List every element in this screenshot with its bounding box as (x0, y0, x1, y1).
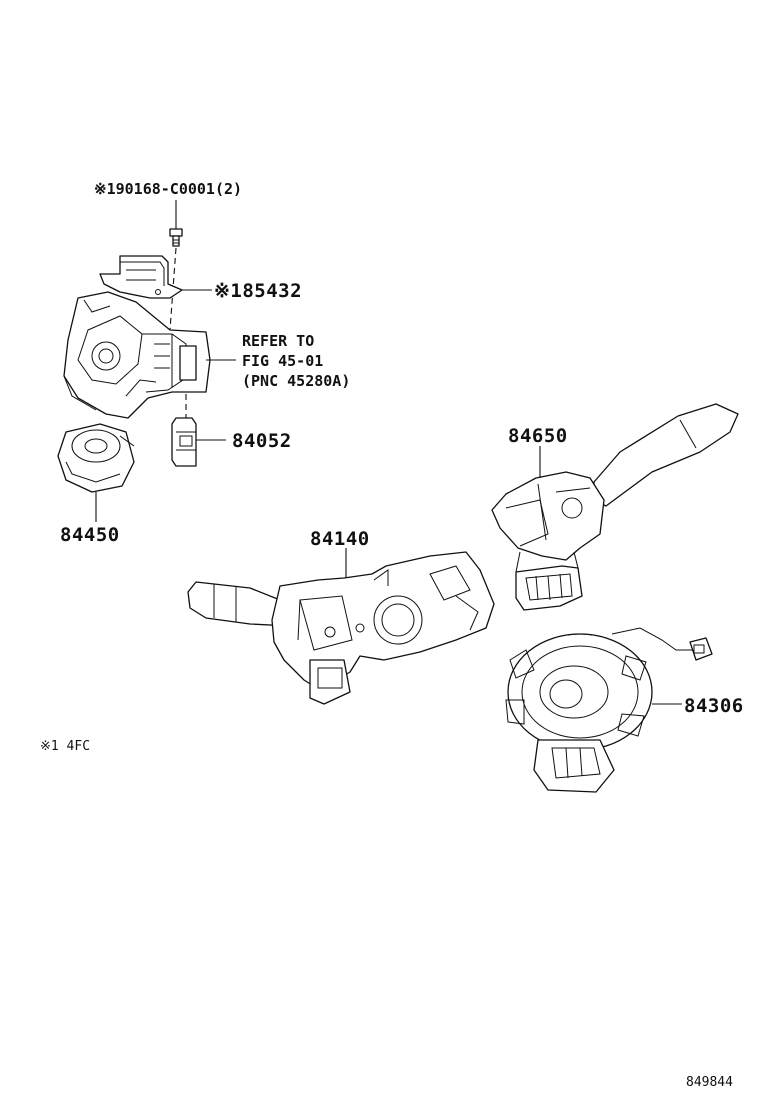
label-refer-line2: FIG 45-01 (242, 352, 323, 370)
label-84650: 84650 (508, 425, 568, 447)
bracket-part[interactable] (99, 255, 183, 299)
footnote: ※1 4FC (40, 739, 90, 754)
switch-84052-part[interactable] (171, 417, 197, 467)
label-refer-line3: (PNC 45280A) (242, 372, 350, 390)
label-84306: 84306 (684, 695, 744, 717)
switch-84140-part[interactable] (187, 551, 495, 705)
label-refer-line1: REFER TO (242, 332, 314, 350)
switch-84306-part[interactable] (505, 627, 713, 793)
figure-id: 849844 (686, 1075, 733, 1090)
switch-84450-part[interactable] (57, 423, 135, 493)
label-84140: 84140 (310, 528, 370, 550)
label-bolt: ※190168-C0001(2) (94, 180, 242, 198)
label-bracket: ※185432 (214, 280, 302, 302)
label-84450: 84450 (60, 524, 120, 546)
label-84052: 84052 (232, 430, 292, 452)
bolt-part[interactable] (169, 228, 183, 247)
switch-84650-part[interactable] (491, 403, 739, 611)
column-lock-assembly[interactable] (63, 291, 211, 419)
